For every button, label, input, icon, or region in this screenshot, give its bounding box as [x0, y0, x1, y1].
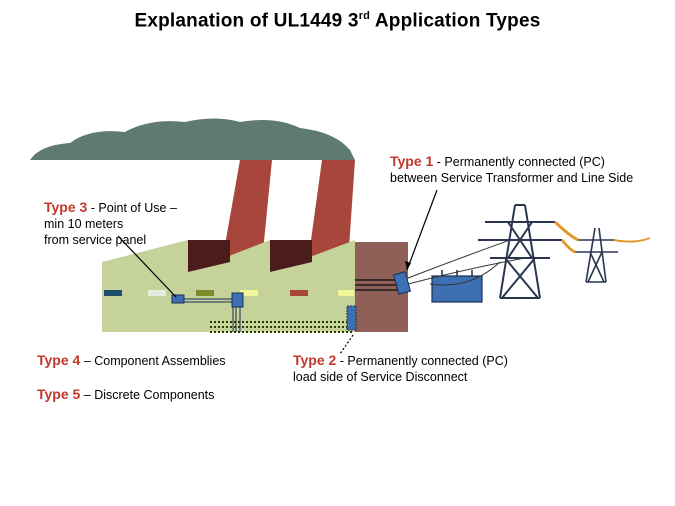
type2-desc-line1: - Permanently connected (PC)	[336, 354, 508, 368]
factory-building	[102, 240, 355, 332]
type5-name: Type 5	[37, 386, 81, 402]
type1-pointer	[406, 189, 438, 271]
type1-label: Type 1 - Permanently connected (PC) betw…	[390, 153, 633, 186]
smoke-cloud	[30, 118, 355, 160]
drop-wire	[407, 257, 526, 285]
type4-desc-line1: – Component Assemblies	[80, 354, 226, 368]
type3-pointer	[117, 235, 177, 298]
transmission-tower-large	[478, 204, 562, 299]
window	[240, 290, 258, 296]
title-superscript: rd	[358, 10, 371, 22]
window	[148, 290, 166, 296]
page-title: Explanation of UL1449 3rd Application Ty…	[0, 10, 675, 32]
drop-wire	[407, 239, 511, 279]
transmission-line	[553, 220, 579, 242]
type3-label: Type 3 - Point of Use – min 10 meters fr…	[44, 199, 177, 248]
type5-label: Type 5 – Discrete Components	[37, 386, 214, 403]
drop-wire	[429, 261, 501, 286]
roof-shadow-2	[270, 240, 312, 272]
service-transformer	[431, 275, 483, 303]
type1-name: Type 1	[390, 153, 434, 169]
type3-name: Type 3	[44, 199, 88, 215]
type3-desc-line3: from service panel	[44, 233, 147, 247]
transmission-line	[613, 237, 651, 243]
type1-desc-line2: between Service Transformer and Line Sid…	[390, 171, 634, 185]
type3-desc-line1: - Point of Use –	[87, 201, 177, 215]
window	[290, 290, 308, 296]
chimney-left	[222, 160, 272, 262]
chimney-right	[308, 160, 355, 262]
roof-shadow-1	[188, 240, 230, 272]
window	[196, 290, 214, 296]
title-main: Explanation of UL1449 3	[134, 10, 359, 32]
title-rest: Application Types	[370, 10, 541, 32]
type2-panel	[346, 305, 357, 331]
type2-label: Type 2 - Permanently connected (PC) load…	[293, 352, 508, 385]
type4-label: Type 4 – Component Assemblies	[37, 352, 226, 369]
type5-desc-line1: – Discrete Components	[80, 388, 215, 402]
type2-name: Type 2	[293, 352, 337, 368]
type3-desc-line2: min 10 meters	[44, 217, 124, 231]
type1-device	[393, 271, 411, 295]
window	[104, 290, 122, 296]
transmission-tower-small	[575, 227, 618, 283]
type3-box	[231, 292, 244, 308]
type2-desc-line2: load side of Service Disconnect	[293, 370, 468, 384]
type3-device	[171, 294, 185, 304]
type1-arrowhead	[405, 261, 411, 270]
type1-desc-line1: - Permanently connected (PC)	[433, 155, 605, 169]
window	[338, 290, 354, 296]
transmission-line	[560, 239, 576, 254]
type4-name: Type 4	[37, 352, 81, 368]
